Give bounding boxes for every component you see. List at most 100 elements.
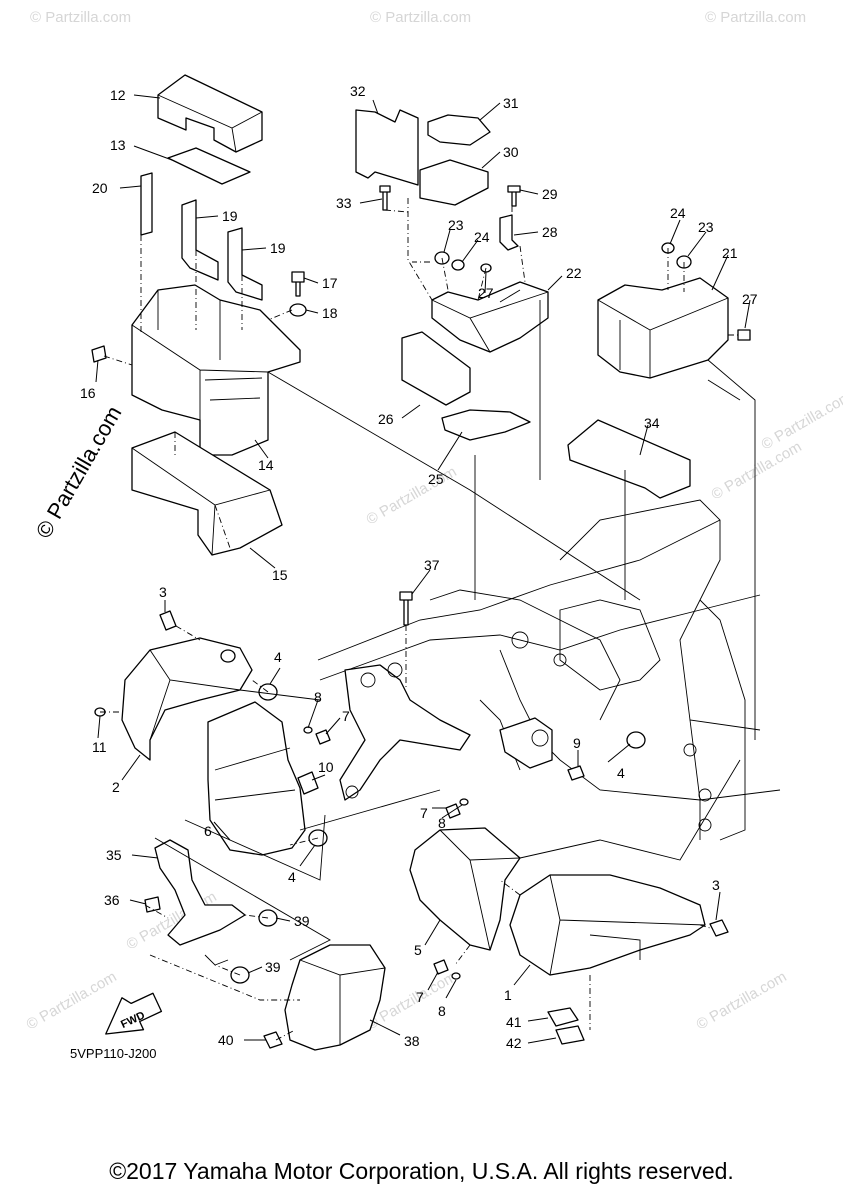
- callout-6: 6: [204, 823, 212, 839]
- assembly-lines: [154, 300, 756, 961]
- part-35-bracket: [154, 839, 246, 946]
- callout-38: 38: [404, 1033, 420, 1049]
- part-19-bracket: [227, 227, 263, 301]
- part-36-bolt: [144, 896, 161, 913]
- part-37-bolt: [399, 591, 413, 626]
- diagram-part-code: 5VPP110-J200: [70, 1046, 157, 1061]
- callout-23: 23: [448, 217, 464, 233]
- part-26-cover: [401, 331, 471, 406]
- part-16-clip: [91, 345, 107, 363]
- callout-21: 21: [722, 245, 738, 261]
- part-3-screw: [709, 919, 729, 937]
- callout-8: 8: [438, 1003, 446, 1019]
- part-33-screw: [379, 185, 391, 211]
- part-15-tray: [131, 431, 283, 556]
- watermark-text: © Partzilla.com: [705, 9, 806, 26]
- part-41-label: [547, 1007, 579, 1027]
- callout-7: 7: [342, 708, 350, 724]
- callout-29: 29: [542, 186, 558, 202]
- callout-23: 23: [698, 219, 714, 235]
- side-covers-right: [409, 798, 729, 1045]
- callout-30: 30: [503, 144, 519, 160]
- callout-11: 11: [92, 739, 107, 755]
- callout-3: 3: [159, 584, 167, 600]
- callout-4: 4: [288, 869, 296, 885]
- callout-26: 26: [378, 411, 394, 427]
- callout-24: 24: [474, 229, 490, 245]
- callout-28: 28: [542, 224, 558, 240]
- leader-lines: [95, 94, 751, 1044]
- part-19-bracket: [181, 199, 219, 281]
- part-8-washer: [451, 972, 461, 980]
- callout-14: 14: [258, 457, 274, 473]
- part-25-sheet: [441, 409, 531, 441]
- callout-19: 19: [270, 240, 286, 256]
- part-18-nut: [289, 303, 307, 317]
- part-24-washer: [451, 259, 465, 271]
- part-2-side-cover: [121, 637, 253, 761]
- callout-41: 41: [506, 1014, 522, 1030]
- callout-32: 32: [350, 83, 366, 99]
- callout-12: 12: [110, 87, 126, 103]
- callout-7: 7: [416, 989, 424, 1005]
- callout-31: 31: [503, 95, 519, 111]
- part-14-battery-box: [131, 284, 301, 456]
- side-covers-left: FWD: [94, 610, 646, 1051]
- callout-36: 36: [104, 892, 120, 908]
- callout-27: 27: [742, 291, 758, 307]
- callout-35: 35: [106, 847, 122, 863]
- part-7-screw: [433, 959, 449, 975]
- callout-13: 13: [110, 137, 126, 153]
- part-40-bolt: [263, 1031, 283, 1049]
- part-34-sheet: [567, 419, 691, 499]
- part-21-bracket: [597, 277, 729, 379]
- callout-16: 16: [80, 385, 96, 401]
- part-42-label: [555, 1025, 585, 1045]
- watermark-text: © Partzilla.com: [759, 388, 843, 453]
- callout-34: 34: [644, 415, 660, 431]
- callout-37: 37: [424, 557, 440, 573]
- part-29-screw: [507, 185, 521, 207]
- part-3-screw: [159, 610, 177, 631]
- callout-4: 4: [274, 649, 282, 665]
- callout-4: 4: [617, 765, 625, 781]
- part-4-grommet: [626, 731, 646, 749]
- callout-39: 39: [265, 959, 281, 975]
- part-10-clip: [297, 771, 319, 795]
- part-6-cover: [207, 701, 306, 856]
- watermark-text: © Partzilla.com: [24, 968, 120, 1033]
- callout-15: 15: [272, 567, 288, 583]
- callout-labels: 12 13 20 19 19 17 18 16 14 15 32 31 30 2…: [80, 83, 758, 1051]
- copyright-footer: ©2017 Yamaha Motor Corporation, U.S.A. A…: [109, 1158, 734, 1184]
- watermark-text: © Partzilla.com: [709, 438, 805, 503]
- part-31-plate: [427, 114, 491, 146]
- callout-33: 33: [336, 195, 352, 211]
- callout-39: 39: [294, 913, 310, 929]
- callout-8: 8: [314, 689, 322, 705]
- part-17-bolt: [291, 271, 305, 297]
- watermark-text: © Partzilla.com: [364, 463, 460, 528]
- part-1-side-cover: [509, 874, 706, 976]
- callout-20: 20: [92, 180, 108, 196]
- callout-3: 3: [712, 877, 720, 893]
- callout-24: 24: [670, 205, 686, 221]
- callout-10: 10: [318, 759, 334, 775]
- part-9-bolt: [567, 765, 585, 781]
- frame: [317, 499, 781, 841]
- callout-22: 22: [566, 265, 582, 281]
- watermark-text: © Partzilla.com: [30, 9, 131, 26]
- part-30-cover: [419, 159, 489, 206]
- callout-27: 27: [478, 285, 494, 301]
- callout-1: 1: [504, 987, 512, 1003]
- part-38-cover: [284, 944, 386, 1051]
- part-22-holder: [431, 281, 549, 353]
- callout-18: 18: [322, 305, 338, 321]
- electrical-bracket-group: [355, 109, 549, 441]
- part-8-washer: [459, 798, 469, 806]
- callout-7: 7: [420, 805, 428, 821]
- frame-side-bracket: [499, 717, 553, 769]
- part-28-bracket: [499, 214, 519, 251]
- part-32-cover: [355, 109, 419, 186]
- callout-42: 42: [506, 1035, 522, 1051]
